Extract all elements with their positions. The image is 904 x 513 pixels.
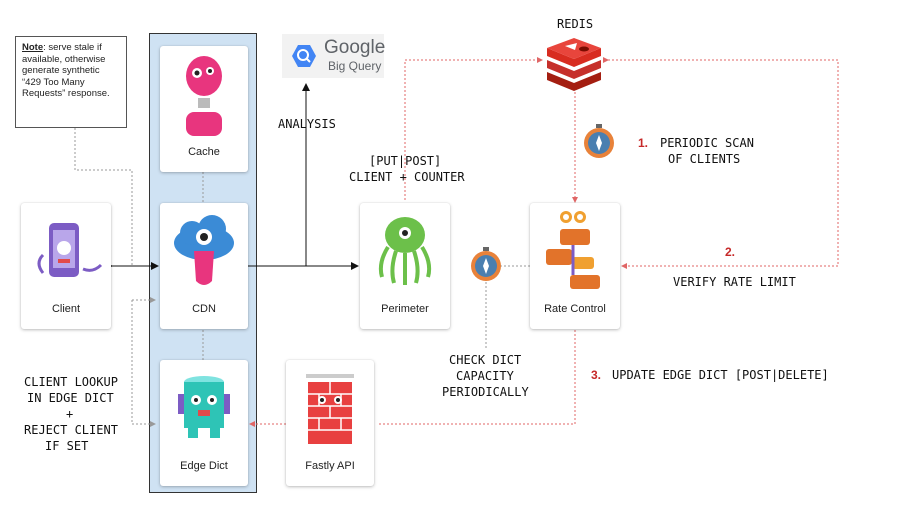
edge-dict-robot-icon (178, 376, 230, 438)
check-line1: CHECK DICT (449, 353, 521, 367)
step2-text: VERIFY RATE LIMIT (673, 275, 796, 289)
bigquery-brand: Google (324, 37, 386, 58)
step3-number: 3. (591, 368, 601, 382)
rate-control-label: Rate Control (544, 303, 606, 315)
phone-icon (37, 223, 103, 277)
step1-line1: PERIODIC SCAN (660, 136, 754, 150)
step1-number: 1. (638, 136, 648, 150)
rate-control-robot-icon (546, 211, 600, 289)
firewall-icon (306, 374, 354, 444)
analysis-label: ANALYSIS (278, 117, 336, 131)
step1-line2: OF CLIENTS (668, 152, 740, 166)
note-text: : serve stale if available, otherwise ge… (22, 42, 110, 99)
put-post-label: [PUT|POST] (369, 154, 441, 168)
step2-number: 2. (725, 245, 735, 259)
cache-monster-icon (186, 56, 222, 136)
bigquery-logo: Google Big Query (282, 34, 386, 78)
fastly-api-label: Fastly API (305, 460, 355, 472)
redis-label: REDIS (557, 17, 593, 31)
cache-label: Cache (188, 146, 220, 158)
cdn-cloud-icon (174, 215, 234, 285)
rate-control-node[interactable]: Rate Control (530, 203, 620, 329)
check-line3: PERIODICALLY (442, 385, 529, 399)
edge-dict-label: Edge Dict (180, 460, 228, 472)
note-box: Note: serve stale if available, otherwis… (15, 36, 127, 128)
perimeter-node[interactable]: Perimeter (360, 203, 450, 329)
redis-icon (547, 38, 601, 91)
lookup-line4: REJECT CLIENT (24, 423, 118, 437)
cdn-node[interactable]: CDN (160, 203, 248, 329)
fastly-api-node[interactable]: Fastly API (286, 360, 374, 486)
cache-node[interactable]: Cache (160, 46, 248, 172)
perimeter-octopus-icon (378, 217, 432, 285)
lookup-line5: IF SET (45, 439, 88, 453)
stopwatch-icon (584, 124, 614, 158)
perimeter-redis-arrow (404, 57, 543, 200)
lookup-line1: CLIENT LOOKUP (24, 375, 118, 389)
update-edge-dict-arrow (378, 330, 576, 425)
client-node[interactable]: Client (21, 203, 111, 329)
check-line2: CAPACITY (456, 369, 515, 383)
stopwatch-icon (471, 247, 501, 281)
bigquery-product: Big Query (328, 59, 382, 73)
lookup-line2: IN EDGE DICT (27, 391, 114, 405)
lookup-line3: + (66, 407, 73, 421)
lookup-connector (131, 300, 156, 427)
client-counter-label: CLIENT + COUNTER (349, 170, 465, 184)
note-connector (74, 128, 133, 266)
note-title: Note (22, 42, 44, 53)
verify-rate-limit-arrow (603, 57, 839, 269)
step3-text: UPDATE EDGE DICT [POST|DELETE] (612, 368, 829, 382)
cdn-label: CDN (192, 303, 216, 315)
bigquery-icon (292, 45, 316, 67)
client-label: Client (51, 303, 81, 315)
perimeter-label: Perimeter (381, 303, 429, 315)
edge-dict-node[interactable]: Edge Dict (160, 360, 248, 486)
